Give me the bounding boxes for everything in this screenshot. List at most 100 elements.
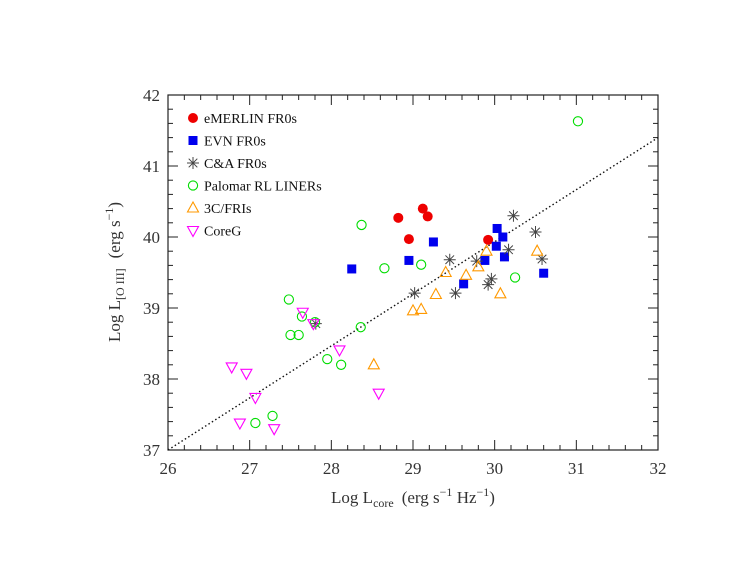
x-tick-label: 28 xyxy=(323,459,340,478)
x-axis-title-subscript: core xyxy=(373,496,394,510)
data-points xyxy=(225,116,584,436)
data-point xyxy=(293,329,304,341)
data-point xyxy=(267,410,278,422)
data-point xyxy=(459,279,469,289)
data-point xyxy=(355,322,366,333)
data-point xyxy=(449,287,462,300)
legend-label: eMERLIN FR0s xyxy=(204,112,297,127)
legend-label: CoreG xyxy=(204,225,241,240)
data-point xyxy=(499,252,509,262)
data-point xyxy=(285,329,296,341)
data-point xyxy=(443,253,456,266)
data-point xyxy=(333,345,346,358)
legend-marker xyxy=(186,225,200,238)
data-point xyxy=(529,226,542,239)
data-point xyxy=(416,259,427,270)
y-tick-label: 40 xyxy=(143,228,160,247)
data-point xyxy=(267,424,281,436)
data-point xyxy=(322,353,333,365)
series-5 xyxy=(225,307,386,436)
x-tick-label: 27 xyxy=(241,459,259,478)
data-point xyxy=(296,311,308,322)
data-point xyxy=(225,362,239,375)
legend-marker xyxy=(188,136,198,145)
data-point xyxy=(480,244,493,256)
data-point xyxy=(493,286,507,299)
data-point xyxy=(309,317,322,330)
y-axis-title-subscript: [O III] xyxy=(113,268,127,300)
data-point xyxy=(306,319,320,331)
x-tick-label: 29 xyxy=(405,459,422,478)
data-point xyxy=(404,255,414,265)
data-point xyxy=(471,259,485,272)
data-point xyxy=(250,417,261,429)
data-point xyxy=(335,359,347,370)
legend-label: C&A FR0s xyxy=(204,157,267,172)
y-tick-label: 42 xyxy=(143,86,160,105)
data-point xyxy=(492,223,502,233)
series-1 xyxy=(347,223,549,289)
legend-item: eMERLIN FR0s xyxy=(188,112,297,127)
data-point xyxy=(408,287,421,300)
fit-line xyxy=(167,137,659,451)
legend-item: C&A FR0s xyxy=(187,157,267,172)
legend-item: Palomar RL LINERs xyxy=(187,180,322,195)
data-point xyxy=(428,237,438,247)
data-point xyxy=(233,418,247,431)
data-point xyxy=(283,294,295,305)
data-point xyxy=(406,303,420,316)
legend-label: Palomar RL LINERs xyxy=(204,180,322,195)
x-tick-label: 26 xyxy=(160,459,177,478)
series-0 xyxy=(393,203,494,245)
axis-ticks xyxy=(167,94,659,451)
y-tick-label: 39 xyxy=(143,299,160,318)
data-point xyxy=(491,241,501,251)
x-tick-label: 30 xyxy=(486,459,503,478)
x-tick-label: 32 xyxy=(650,459,667,478)
series-3 xyxy=(250,116,584,429)
data-point xyxy=(379,263,390,274)
data-point xyxy=(509,272,521,283)
data-point xyxy=(507,209,520,222)
legend-marker xyxy=(188,113,198,123)
data-point xyxy=(498,232,508,242)
data-point xyxy=(482,278,495,291)
data-point xyxy=(429,287,443,300)
data-point xyxy=(372,388,386,401)
data-point xyxy=(347,264,357,274)
data-point xyxy=(502,243,515,256)
data-point xyxy=(459,268,473,280)
data-point xyxy=(239,368,253,381)
x-axis-title: Log Lcore(erg s−1 Hz−1) xyxy=(331,485,495,510)
data-point xyxy=(480,255,490,265)
legend-marker xyxy=(187,157,199,169)
data-point xyxy=(483,234,494,245)
legend-item: 3C/FRIs xyxy=(186,200,251,217)
y-tick-label: 38 xyxy=(143,370,160,389)
y-tick-label: 37 xyxy=(143,441,161,460)
y-axis-title: Log L[O III](erg s−1) xyxy=(102,202,127,342)
data-point xyxy=(422,211,433,222)
data-point xyxy=(572,116,584,127)
data-point xyxy=(367,357,381,370)
legend-item: CoreG xyxy=(186,225,241,240)
data-point xyxy=(539,268,549,278)
data-point xyxy=(414,302,428,314)
tick-labels: 26 27 28 29 30 31 32 37 38 39 40 41 42 xyxy=(143,86,667,478)
legend-marker xyxy=(187,180,199,191)
x-tick-label: 31 xyxy=(568,459,585,478)
data-point xyxy=(296,307,310,320)
data-point xyxy=(485,272,498,285)
legend-label: 3C/FRIs xyxy=(204,202,251,217)
legend-marker xyxy=(186,200,200,213)
legend-item: EVN FR0s xyxy=(188,135,266,150)
series-4 xyxy=(367,244,544,370)
y-tick-label: 41 xyxy=(143,157,160,176)
data-point xyxy=(403,234,414,245)
data-point xyxy=(248,392,262,405)
data-point xyxy=(530,244,544,256)
data-point xyxy=(439,265,453,278)
data-point xyxy=(470,255,483,268)
series-2 xyxy=(309,209,549,330)
